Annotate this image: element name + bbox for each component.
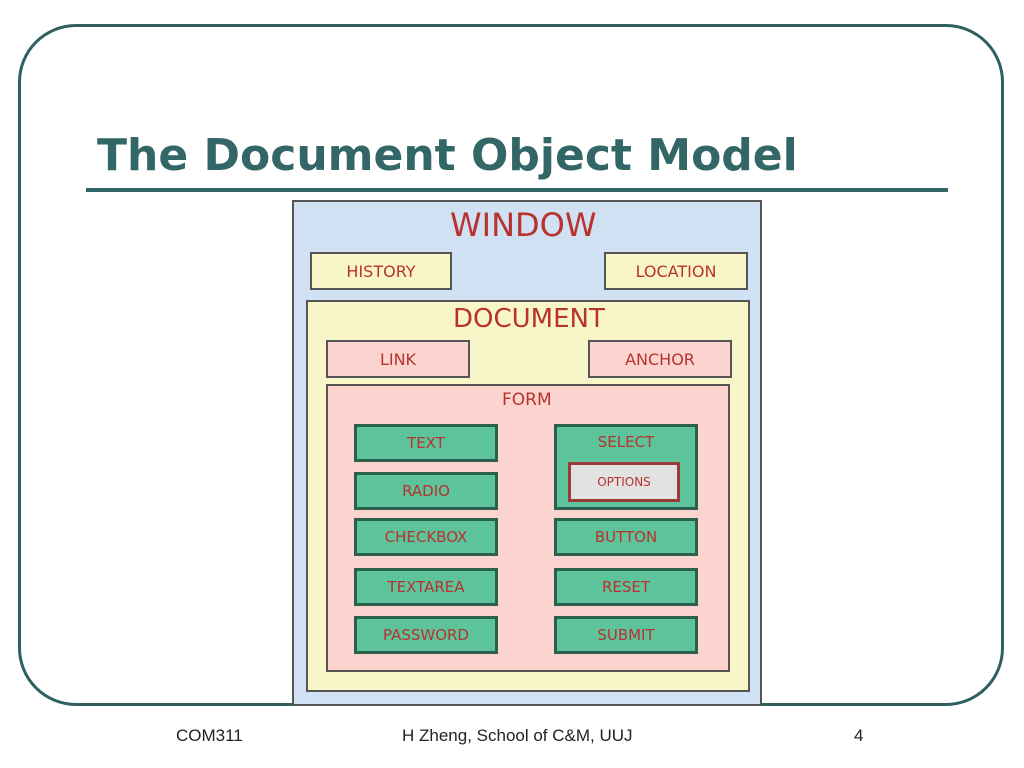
password-box: PASSWORD bbox=[354, 616, 498, 654]
history-box: HISTORY bbox=[310, 252, 452, 290]
footer-author: H Zheng, School of C&M, UUJ bbox=[402, 726, 633, 745]
slide-title: The Document Object Model bbox=[97, 130, 798, 181]
reset-box: RESET bbox=[554, 568, 698, 606]
document-container: DOCUMENT LINK ANCHOR FORM TEXT RADIO CHE… bbox=[306, 300, 750, 692]
select-label: SELECT bbox=[597, 433, 655, 451]
link-box: LINK bbox=[326, 340, 470, 378]
form-label: FORM bbox=[502, 390, 552, 410]
radio-box: RADIO bbox=[354, 472, 498, 510]
dom-diagram: WINDOW HISTORY LOCATION DOCUMENT LINK AN… bbox=[292, 200, 762, 706]
form-container: FORM TEXT RADIO CHECKBOX TEXTAREA PASSWO… bbox=[326, 384, 730, 672]
title-underline bbox=[86, 188, 948, 192]
anchor-box: ANCHOR bbox=[588, 340, 732, 378]
checkbox-box: CHECKBOX bbox=[354, 518, 498, 556]
window-label: WINDOW bbox=[450, 206, 597, 244]
submit-box: SUBMIT bbox=[554, 616, 698, 654]
document-label: DOCUMENT bbox=[453, 304, 605, 334]
footer-course: COM311 bbox=[176, 726, 243, 745]
location-box: LOCATION bbox=[604, 252, 748, 290]
text-box: TEXT bbox=[354, 424, 498, 462]
footer-page-number: 4 bbox=[854, 726, 864, 745]
options-box: OPTIONS bbox=[568, 462, 680, 502]
button-box: BUTTON bbox=[554, 518, 698, 556]
textarea-box: TEXTAREA bbox=[354, 568, 498, 606]
